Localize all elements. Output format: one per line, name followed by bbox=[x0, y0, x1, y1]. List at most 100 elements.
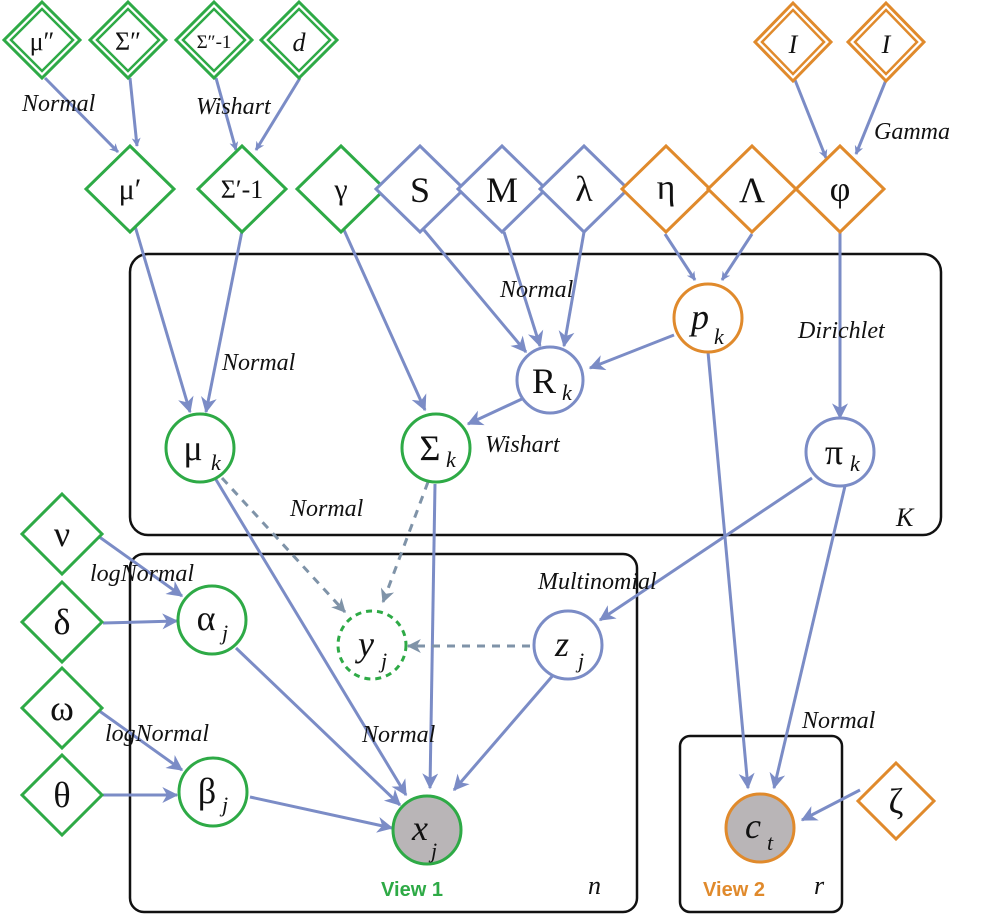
label-normal-1: Normal bbox=[21, 91, 96, 117]
node-mu-k: μ k bbox=[164, 412, 236, 484]
node-delta-text: δ bbox=[54, 602, 71, 642]
node-omega: ω bbox=[19, 665, 105, 751]
label-normal-5: Normal bbox=[361, 722, 436, 748]
node-c-t-sub: t bbox=[767, 830, 774, 855]
node-R-k: R k bbox=[515, 345, 585, 415]
node-y-j: y j bbox=[336, 609, 408, 681]
node-Lambda: Λ bbox=[705, 143, 799, 235]
node-z-j: z j bbox=[532, 609, 604, 681]
node-c-t: c t bbox=[724, 792, 796, 864]
node-p-k: p k bbox=[672, 282, 744, 354]
node-M: M bbox=[455, 143, 549, 235]
node-beta-j-text: β bbox=[198, 771, 216, 811]
node-I-1: I bbox=[752, 0, 834, 84]
node-delta: δ bbox=[19, 579, 105, 665]
node-p-k-sub: k bbox=[714, 324, 725, 349]
edge-pk-ct bbox=[706, 351, 755, 790]
edge-I1-phi bbox=[793, 79, 828, 159]
node-sigma-prime-inv-text: Σ′-1 bbox=[221, 175, 263, 204]
edge-sigmaddinv-sigmadinv bbox=[214, 77, 239, 151]
node-eta: η bbox=[619, 143, 713, 235]
node-sigma-double-prime-inv: Σ″-1 bbox=[173, 0, 255, 81]
node-Sigma-k-sub: k bbox=[446, 447, 457, 472]
node-mu-k-text: μ bbox=[183, 428, 202, 468]
edge-pk-Rk bbox=[588, 333, 675, 371]
edge-Sigmak-yj-dashed bbox=[380, 481, 430, 604]
edge-S-Rk bbox=[422, 229, 528, 354]
node-mu-prime-text: μ′ bbox=[119, 173, 142, 206]
node-gamma-text: γ bbox=[333, 173, 347, 206]
node-x-j-text: x bbox=[411, 808, 428, 848]
edge-mudd-mud bbox=[43, 76, 120, 154]
node-y-j-sub: j bbox=[378, 648, 387, 673]
node-phi-text: φ bbox=[830, 169, 851, 209]
node-sigma-prime-inv: Σ′-1 bbox=[195, 143, 289, 235]
edge-I2-phi bbox=[854, 79, 888, 155]
plate-K-label: K bbox=[895, 503, 915, 532]
edge-gamma-Sigmak bbox=[342, 229, 427, 412]
node-z-j-sub: j bbox=[575, 648, 584, 673]
node-mu-double-prime-text: μ″ bbox=[30, 27, 55, 56]
plate-K bbox=[128, 252, 943, 537]
label-lognormal-1: logNormal bbox=[90, 561, 194, 587]
node-beta-j-sub: j bbox=[219, 792, 228, 817]
node-sigma-double-prime: Σ″ bbox=[87, 0, 169, 81]
edge-betaj-xj bbox=[249, 795, 394, 833]
node-I-2: I bbox=[845, 0, 927, 84]
label-lognormal-2: logNormal bbox=[105, 721, 209, 747]
label-normal-2: Normal bbox=[499, 277, 574, 303]
node-pi-k-sub: k bbox=[850, 451, 861, 476]
node-d-text: d bbox=[293, 28, 307, 57]
node-I-2-text: I bbox=[881, 30, 892, 59]
label-wishart-1: Wishart bbox=[196, 94, 272, 120]
node-alpha-j-text: α bbox=[197, 598, 216, 638]
node-omega-text: ω bbox=[50, 688, 74, 728]
edge-Rk-Sigmak bbox=[466, 396, 525, 426]
edge-muk-xj bbox=[213, 477, 408, 797]
node-zeta: ζ bbox=[855, 760, 937, 842]
node-Sigma-k: Σ k bbox=[400, 412, 472, 484]
node-z-j-text: z bbox=[554, 624, 569, 664]
edge-pik-zj bbox=[598, 476, 813, 622]
view-1-label: View 1 bbox=[381, 879, 443, 901]
node-pi-k-text: π bbox=[825, 432, 843, 472]
node-phi: φ bbox=[793, 143, 887, 235]
edge-delta-alphaj bbox=[102, 613, 179, 630]
node-x-j-sub: j bbox=[428, 838, 437, 863]
node-Sigma-k-text: Σ bbox=[420, 428, 441, 468]
node-S-text: S bbox=[410, 170, 430, 210]
node-nu-text: ν bbox=[54, 514, 70, 554]
node-R-k-sub: k bbox=[562, 380, 573, 405]
edge-lambda-Rk bbox=[558, 231, 586, 348]
node-sigma-double-prime-text: Σ″ bbox=[115, 27, 141, 56]
node-lambda: λ bbox=[537, 143, 631, 235]
node-Lambda-text: Λ bbox=[739, 170, 765, 210]
node-p-k-text: p bbox=[688, 297, 709, 337]
node-c-t-text: c bbox=[745, 806, 761, 846]
node-x-j: x j bbox=[391, 794, 463, 866]
label-multinomial: Multinomial bbox=[537, 569, 657, 595]
node-alpha-j-sub: j bbox=[219, 620, 228, 645]
node-mu-k-sub: k bbox=[211, 450, 222, 475]
node-pi-k: π k bbox=[804, 416, 876, 488]
edge-zeta-ct bbox=[800, 788, 861, 822]
node-M-text: M bbox=[486, 170, 518, 210]
label-wishart-2: Wishart bbox=[485, 432, 561, 458]
edge-Lambda-pk bbox=[720, 233, 754, 281]
edge-M-Rk bbox=[502, 231, 544, 348]
edge-eta-pk bbox=[663, 233, 697, 281]
plate-r-label: r bbox=[814, 871, 825, 900]
node-y-j-text: y bbox=[355, 624, 374, 664]
edge-Sigmak-xj bbox=[422, 483, 439, 790]
node-mu-prime: μ′ bbox=[83, 143, 177, 235]
node-mu-double-prime: μ″ bbox=[1, 0, 83, 81]
label-gamma: Gamma bbox=[874, 119, 950, 145]
label-normal-4: Normal bbox=[289, 496, 364, 522]
plate-n-label: n bbox=[588, 871, 601, 900]
node-eta-text: η bbox=[657, 167, 676, 207]
plate-r bbox=[678, 734, 844, 914]
node-beta-j: β j bbox=[177, 756, 249, 828]
label-dirichlet: Dirichlet bbox=[797, 318, 886, 344]
